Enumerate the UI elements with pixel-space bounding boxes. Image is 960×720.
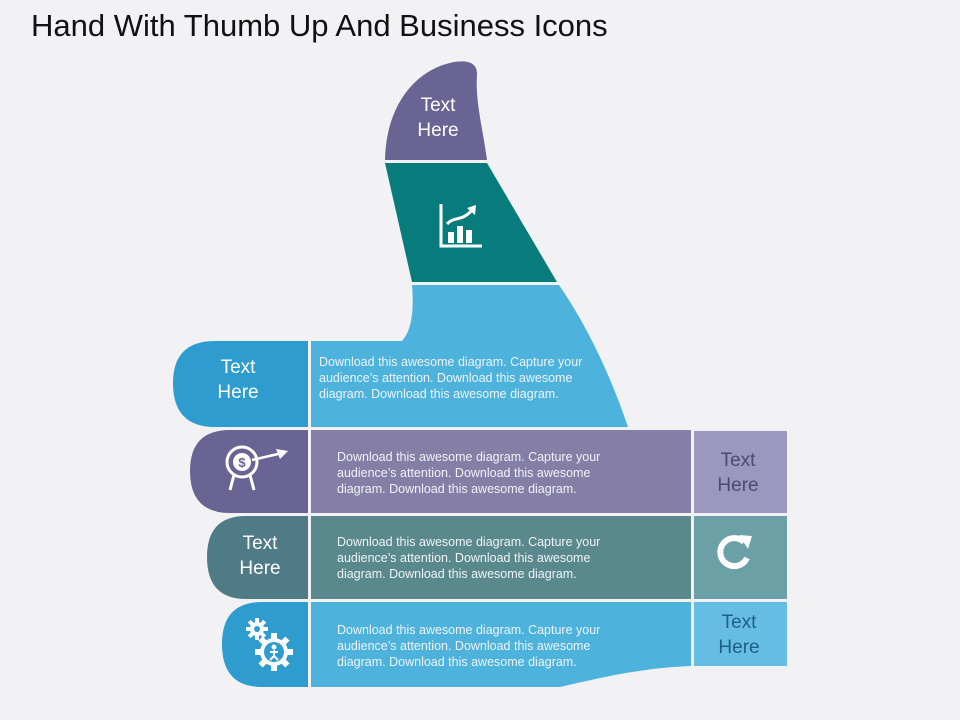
thumb-tip-label-line-2: Here xyxy=(417,120,459,141)
palm-segment xyxy=(311,285,628,427)
finger-4-body xyxy=(311,602,691,687)
row-4-description: Download this awesome diagram. Capture y… xyxy=(337,622,600,670)
finger-2-body xyxy=(311,430,691,513)
growth-chart-icon xyxy=(439,204,482,248)
row-4-description-line-1: Download this awesome diagram. Capture y… xyxy=(337,623,601,637)
row-4-side-label-line-1: Text xyxy=(721,612,757,633)
row-4-description-line-3: diagram. Download this awesome diagram. xyxy=(337,655,577,669)
row-4-side-label-line-2: Here xyxy=(718,637,760,658)
finger-1-tip xyxy=(173,341,308,427)
refresh-icon xyxy=(717,535,752,570)
finger-3-body xyxy=(311,516,691,599)
thumb-tip-segment xyxy=(385,61,487,160)
gears-icon xyxy=(246,618,293,671)
row-2-description-line-3: diagram. Download this awesome diagram. xyxy=(337,482,577,496)
dollar-target-icon: $ xyxy=(225,445,288,491)
row-3-description-line-3: diagram. Download this awesome diagram. xyxy=(337,567,577,581)
row-1-label: Text Here xyxy=(198,355,278,405)
row-3-label-line-1: Text xyxy=(242,533,278,554)
row-4-side-label: Text Here xyxy=(699,610,779,660)
page-title: Hand With Thumb Up And Business Icons xyxy=(31,8,608,43)
thumb-middle-segment xyxy=(385,163,557,282)
row-3-label-line-2: Here xyxy=(239,558,281,579)
finger-2-side xyxy=(694,431,787,513)
row-3-description-line-2: audience’s attention. Download this awes… xyxy=(337,551,591,565)
row-1-description: Download this awesome diagram. Capture y… xyxy=(319,354,582,402)
finger-3-side xyxy=(694,516,787,599)
row-1-description-line-1: Download this awesome diagram. Capture y… xyxy=(319,355,583,369)
row-2-side-label-line-1: Text xyxy=(720,450,756,471)
thumb-tip-label: Text Here xyxy=(398,93,478,143)
row-1-label-line-2: Here xyxy=(217,382,259,403)
svg-text:$: $ xyxy=(238,455,246,470)
row-1-description-line-2: audience’s attention. Download this awes… xyxy=(319,371,573,385)
row-3-description-line-1: Download this awesome diagram. Capture y… xyxy=(337,535,601,549)
finger-3-tip xyxy=(207,516,308,599)
row-1-description-line-3: diagram. Download this awesome diagram. xyxy=(319,387,559,401)
row-3-label: Text Here xyxy=(220,531,300,581)
row-2-description-line-2: audience’s attention. Download this awes… xyxy=(337,466,591,480)
row-3-description: Download this awesome diagram. Capture y… xyxy=(337,534,600,582)
thumb-tip-label-line-1: Text xyxy=(420,95,456,116)
row-2-side-label-line-2: Here xyxy=(717,475,759,496)
row-2-side-label: Text Here xyxy=(698,448,778,498)
row-2-description: Download this awesome diagram. Capture y… xyxy=(337,449,600,497)
finger-4-side xyxy=(694,602,787,666)
row-4-description-line-2: audience’s attention. Download this awes… xyxy=(337,639,591,653)
row-2-description-line-1: Download this awesome diagram. Capture y… xyxy=(337,450,601,464)
row-1-label-line-1: Text xyxy=(220,357,256,378)
